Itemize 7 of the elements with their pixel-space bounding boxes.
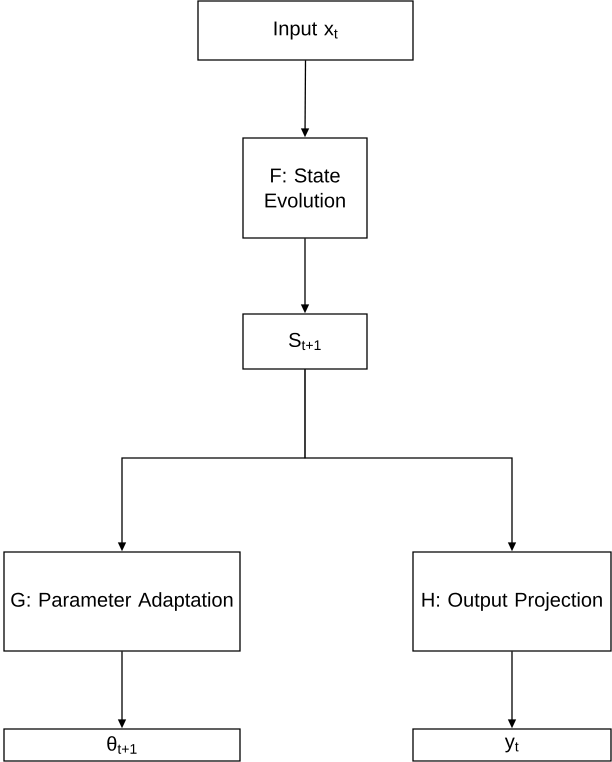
process-box: Input x$_{t}$	[197, 0, 414, 61]
process-box: G: Parameter Adaptation	[3, 551, 241, 652]
process-box: y$_{t}$	[412, 728, 612, 762]
process-box: F: State Evolution	[242, 137, 368, 239]
process-box: H: Output Projection	[412, 551, 612, 652]
process-box: S$_{t+1}$	[242, 313, 368, 370]
process-box: θ$_{t+1}$	[3, 728, 241, 762]
